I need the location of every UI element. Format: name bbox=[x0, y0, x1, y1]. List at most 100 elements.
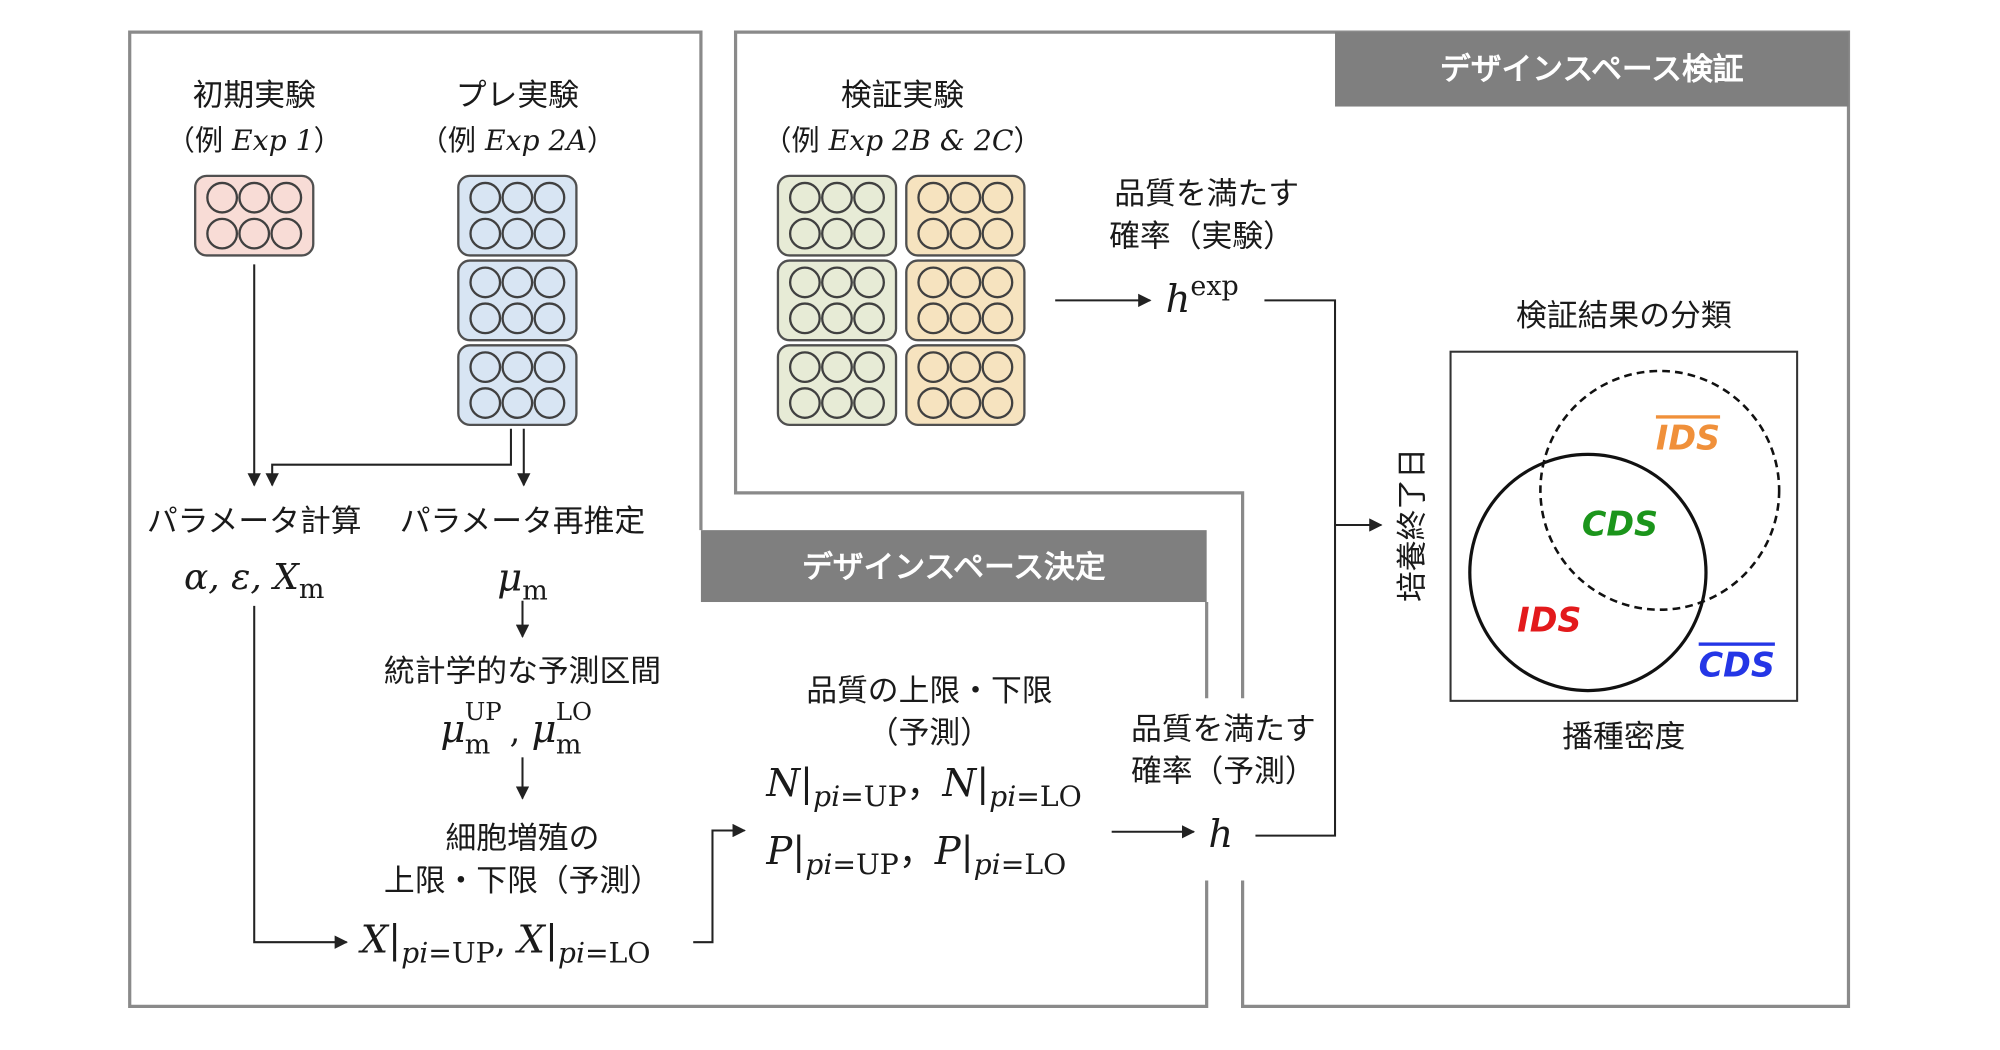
well bbox=[821, 351, 853, 384]
verification-header-title: デザインスペース検証 bbox=[1440, 52, 1744, 88]
well bbox=[501, 266, 534, 299]
well-plate bbox=[457, 344, 578, 427]
pre-experiment-title: プレ実験 bbox=[456, 77, 579, 113]
well bbox=[788, 302, 821, 335]
index-symbol: pi bbox=[805, 848, 832, 881]
example-open: （例 bbox=[763, 124, 828, 157]
well-plate bbox=[457, 174, 578, 257]
well bbox=[238, 181, 271, 214]
well bbox=[501, 351, 534, 384]
quality-bounds-row-p: P|pi=UP，P|pi=LO bbox=[765, 829, 1066, 881]
well-plate bbox=[905, 174, 1026, 257]
example-open: （例 bbox=[167, 124, 232, 157]
mu-symbol: μ bbox=[497, 555, 522, 600]
index-symbol: pi bbox=[989, 780, 1016, 813]
well bbox=[821, 217, 853, 250]
index-symbol: pi bbox=[974, 848, 1001, 881]
bounds-separator: , bbox=[495, 920, 518, 961]
parameter-symbols: α, ε, X bbox=[184, 557, 300, 598]
classification-y-axis-label: 培養終了日 bbox=[1394, 448, 1430, 602]
well bbox=[917, 351, 950, 384]
well bbox=[981, 217, 1014, 250]
region-label-cds: CDS bbox=[1582, 504, 1658, 543]
verification-section-frame bbox=[733, 30, 1851, 1008]
parameter-calculation: パラメータ計算 α, ε, Xm bbox=[147, 503, 362, 605]
well bbox=[949, 387, 982, 419]
well bbox=[821, 387, 853, 419]
probability-predicted-symbol: h bbox=[1208, 812, 1233, 857]
verification-header-bar bbox=[1335, 32, 1849, 107]
well bbox=[853, 302, 885, 335]
well bbox=[949, 302, 982, 335]
well bbox=[270, 217, 303, 250]
classification-title: 検証結果の分類 bbox=[1516, 298, 1732, 334]
well-plate bbox=[457, 259, 578, 342]
example-experiment-id: Exp 2A bbox=[484, 124, 587, 157]
parameter-calculation-symbols: α, ε, Xm bbox=[184, 557, 324, 605]
region-label-cds-complement: CDS bbox=[1699, 645, 1775, 684]
exp-superscript: exp bbox=[1190, 271, 1238, 302]
example-close: ） bbox=[587, 124, 615, 157]
initial-experiment: 初期実験 （例 Exp 1） bbox=[167, 77, 342, 257]
h-symbol: h bbox=[1166, 277, 1191, 322]
quality-variable: P bbox=[765, 829, 793, 874]
lower-condition: =LO bbox=[1016, 780, 1082, 813]
well bbox=[853, 351, 885, 384]
lower-condition: =LO bbox=[1001, 848, 1067, 881]
well-plate bbox=[776, 259, 898, 342]
well-plate bbox=[194, 174, 315, 257]
classification-panel: 検証結果の分類 IDS CDS IDS CDS 培養終了日 播種密度 bbox=[1394, 298, 1799, 755]
well bbox=[788, 387, 821, 419]
well bbox=[206, 217, 239, 250]
probability-predicted-label-line2: 確率（予測） bbox=[1131, 754, 1316, 790]
verification-section-header: デザインスペース検証 bbox=[1335, 32, 1849, 107]
well bbox=[469, 266, 502, 299]
mu-upper-symbol: μ bbox=[440, 707, 465, 752]
well bbox=[917, 217, 950, 250]
well bbox=[788, 181, 821, 214]
index-symbol: pi bbox=[558, 937, 585, 970]
quality-bounds-label-line2: （予測） bbox=[868, 715, 991, 751]
well bbox=[821, 181, 853, 214]
example-experiment-id: Exp 2B & 2C bbox=[828, 124, 1014, 157]
well bbox=[981, 181, 1014, 214]
well bbox=[853, 217, 885, 250]
example-open: （例 bbox=[420, 124, 485, 157]
well bbox=[949, 217, 982, 250]
example-experiment-id: Exp 1 bbox=[231, 124, 314, 157]
probability-experimental-label-line1: 品質を満たす bbox=[1114, 176, 1299, 212]
well bbox=[981, 302, 1014, 335]
lower-subscript: m bbox=[556, 729, 582, 760]
decision-header-bar bbox=[700, 530, 1207, 603]
dashed-circle bbox=[1539, 369, 1781, 612]
example-close: ） bbox=[314, 124, 342, 157]
lower-condition: =LO bbox=[585, 937, 651, 970]
well bbox=[788, 266, 821, 299]
quality-variable: N bbox=[942, 761, 978, 806]
evaluation-bar: | bbox=[961, 829, 974, 874]
verification-experiment-title: 検証実験 bbox=[841, 77, 964, 113]
growth-bounds: 細胞増殖の 上限・下限（予測） X|pi=UP, X|pi=LO bbox=[358, 820, 661, 969]
bounds-separator: ， bbox=[907, 764, 943, 805]
quality-bounds-row-n: N|pi=UP，N|pi=LO bbox=[765, 761, 1081, 813]
growth-bounds-label-line2: 上限・下限（予測） bbox=[384, 863, 661, 899]
well bbox=[533, 181, 566, 214]
decision-section-frame bbox=[128, 30, 1209, 1008]
growth-bounds-label-line1: 細胞増殖の bbox=[446, 820, 600, 856]
well bbox=[533, 266, 566, 299]
well bbox=[469, 302, 502, 335]
probability-experimental-symbol: hexp bbox=[1166, 271, 1239, 322]
well bbox=[533, 302, 566, 335]
probability-experimental: 品質を満たす 確率（実験） hexp bbox=[1109, 176, 1299, 322]
pre-experiment-example: （例 Exp 2A） bbox=[420, 124, 616, 157]
well bbox=[949, 266, 982, 299]
well bbox=[206, 181, 239, 214]
well-plate bbox=[776, 174, 898, 257]
growth-bounds-symbols: X|pi=UP, X|pi=LO bbox=[358, 917, 651, 969]
arrow-growth-to-quality-bounds bbox=[693, 823, 746, 944]
well bbox=[469, 217, 502, 250]
well bbox=[469, 351, 502, 384]
growth-variable: X bbox=[515, 917, 547, 962]
parameter-reestimation-symbol: μm bbox=[497, 555, 548, 606]
well-plate bbox=[776, 344, 898, 427]
